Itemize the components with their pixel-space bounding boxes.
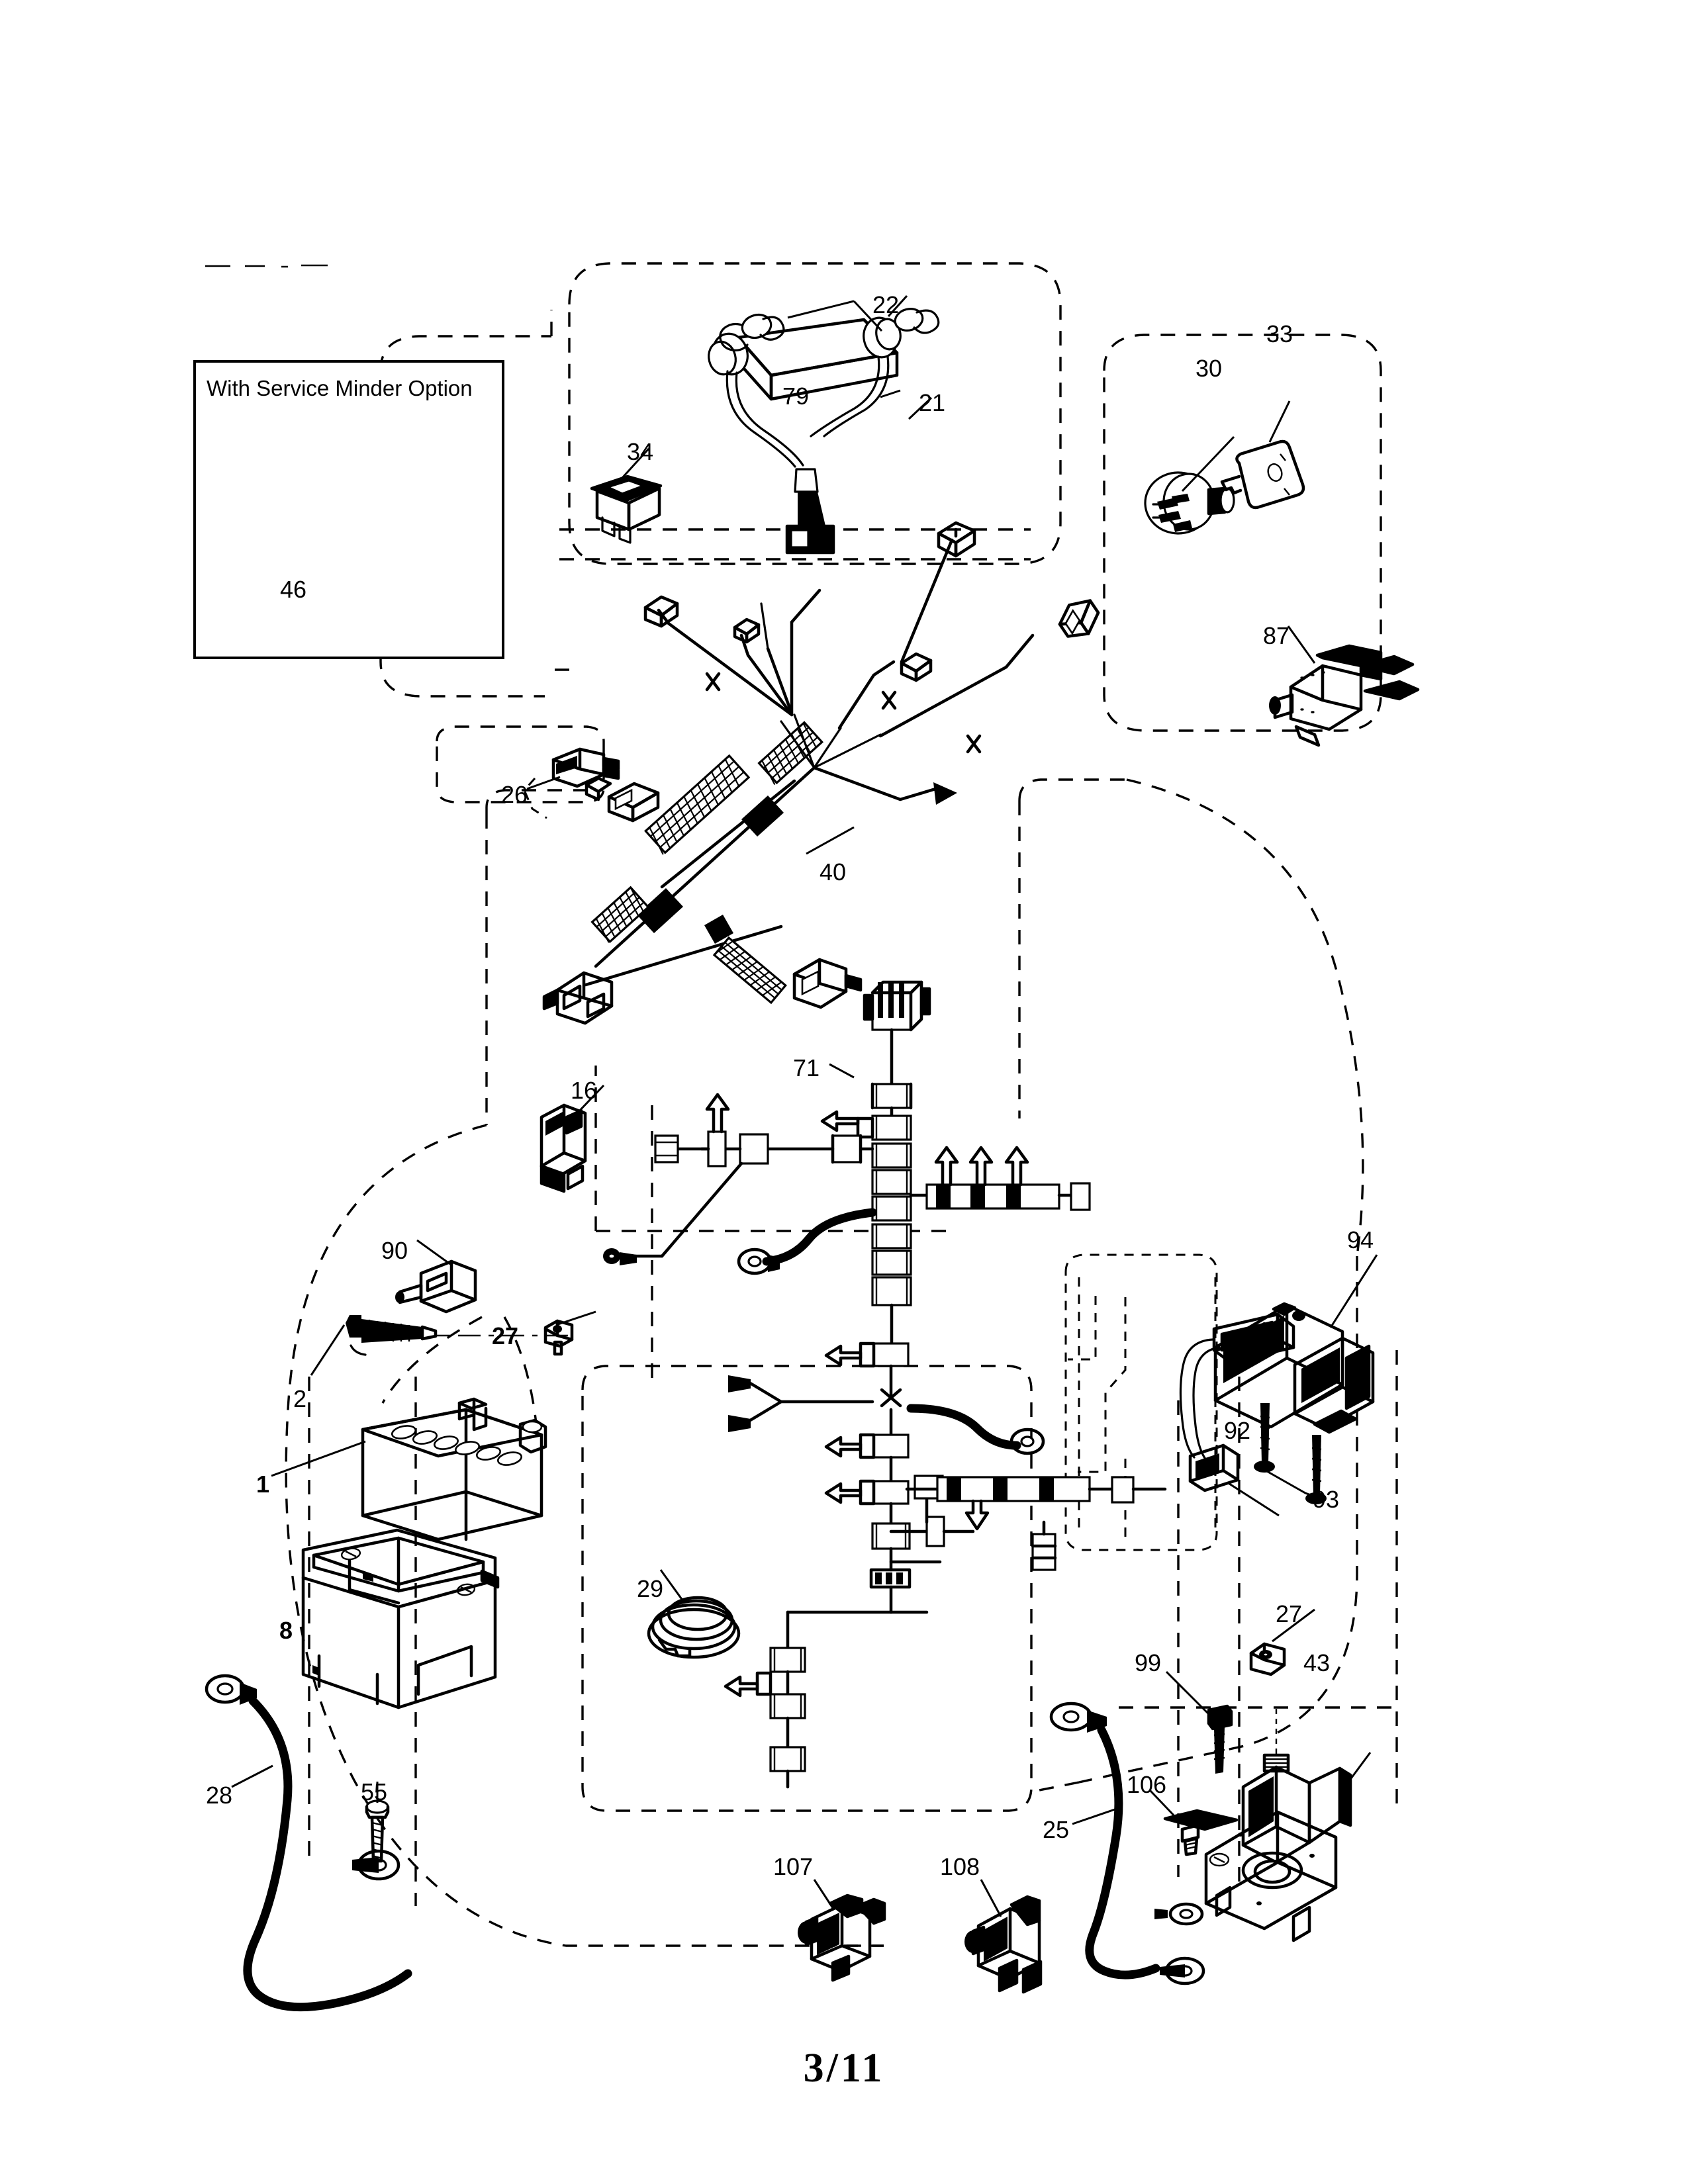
callout-25: 25 <box>1043 1816 1070 1843</box>
callout-55: 55 <box>361 1778 388 1805</box>
callout-16: 16 <box>571 1077 598 1104</box>
callout-40: 40 <box>820 858 847 886</box>
headlight-assembly <box>708 295 940 555</box>
callout-99: 99 <box>1135 1649 1162 1676</box>
scan-artifact-marks <box>205 264 328 268</box>
service-minder-inset <box>193 360 504 659</box>
callout-21: 21 <box>919 389 946 416</box>
ground-cable-28 <box>205 1674 412 2012</box>
battery-cable-25 <box>1049 1702 1205 1985</box>
harness-71 <box>603 980 1167 1789</box>
relay-16 <box>539 1084 605 1193</box>
plug-grommet-29 <box>647 1569 741 1659</box>
callout-29: 29 <box>637 1575 664 1602</box>
callout-107: 107 <box>773 1853 814 1880</box>
callout-46: 46 <box>280 576 307 603</box>
tie-marker <box>966 734 982 754</box>
screws-93 <box>1254 1403 1327 1504</box>
callout-26: 26 <box>501 781 528 808</box>
callout-43: 43 <box>1303 1649 1331 1676</box>
callout-27-solenoid: 27 <box>1276 1600 1303 1627</box>
callout-93: 93 <box>1313 1486 1340 1513</box>
solenoid-bracket-43 <box>1204 1705 1372 1942</box>
leader-21 <box>880 389 901 398</box>
callout-28: 28 <box>206 1782 233 1809</box>
tie-marker <box>705 672 721 692</box>
leader-22 <box>787 300 883 332</box>
callout-30: 30 <box>1196 355 1223 382</box>
pto-switch-87 <box>1269 625 1420 747</box>
ignition-switch-30 <box>1144 435 1235 535</box>
callout-22: 22 <box>872 291 900 318</box>
callout-27-battery: 27 <box>492 1322 519 1349</box>
page-number: 3/11 <box>803 2046 885 2091</box>
connector-26 <box>523 747 620 819</box>
dashed-assembly-outlines <box>285 262 1398 1947</box>
cable-terminal-106 <box>1149 1790 1239 1856</box>
callout-79: 79 <box>782 383 810 410</box>
callout-1: 1 <box>256 1471 270 1498</box>
callout-108: 108 <box>940 1853 980 1880</box>
safety-switch-108 <box>964 1879 1043 1994</box>
screw-99 <box>1165 1670 1233 1774</box>
battery-assembly <box>271 1310 596 1541</box>
callout-106: 106 <box>1127 1771 1167 1798</box>
tie-marker <box>881 690 897 710</box>
inset-title: With Service Minder Option <box>207 376 473 400</box>
callout-90: 90 <box>381 1237 408 1264</box>
callout-92: 92 <box>1224 1417 1251 1444</box>
callout-33: 33 <box>1266 320 1293 347</box>
main-wiring-harness-40 <box>542 521 1100 1025</box>
nut-27-solenoid <box>1249 1642 1286 1676</box>
callout-94: 94 <box>1347 1226 1374 1253</box>
callout-71: 71 <box>793 1054 820 1081</box>
diode-connector-90 <box>395 1239 477 1314</box>
screw-55 <box>365 1782 390 1863</box>
adapter-harness-92 <box>1179 1312 1295 1517</box>
ignition-key-33 <box>1220 400 1305 510</box>
safety-switch-107 <box>798 1879 886 1982</box>
callout-2: 2 <box>293 1385 307 1412</box>
rocker-switch-34 <box>590 447 663 544</box>
callout-87: 87 <box>1263 622 1290 649</box>
leader-27b <box>1272 1608 1315 1643</box>
battery-box-8 <box>301 1528 500 1709</box>
callout-8: 8 <box>279 1617 293 1644</box>
callout-34: 34 <box>627 438 654 465</box>
terminal-washer <box>1154 1902 1204 1926</box>
